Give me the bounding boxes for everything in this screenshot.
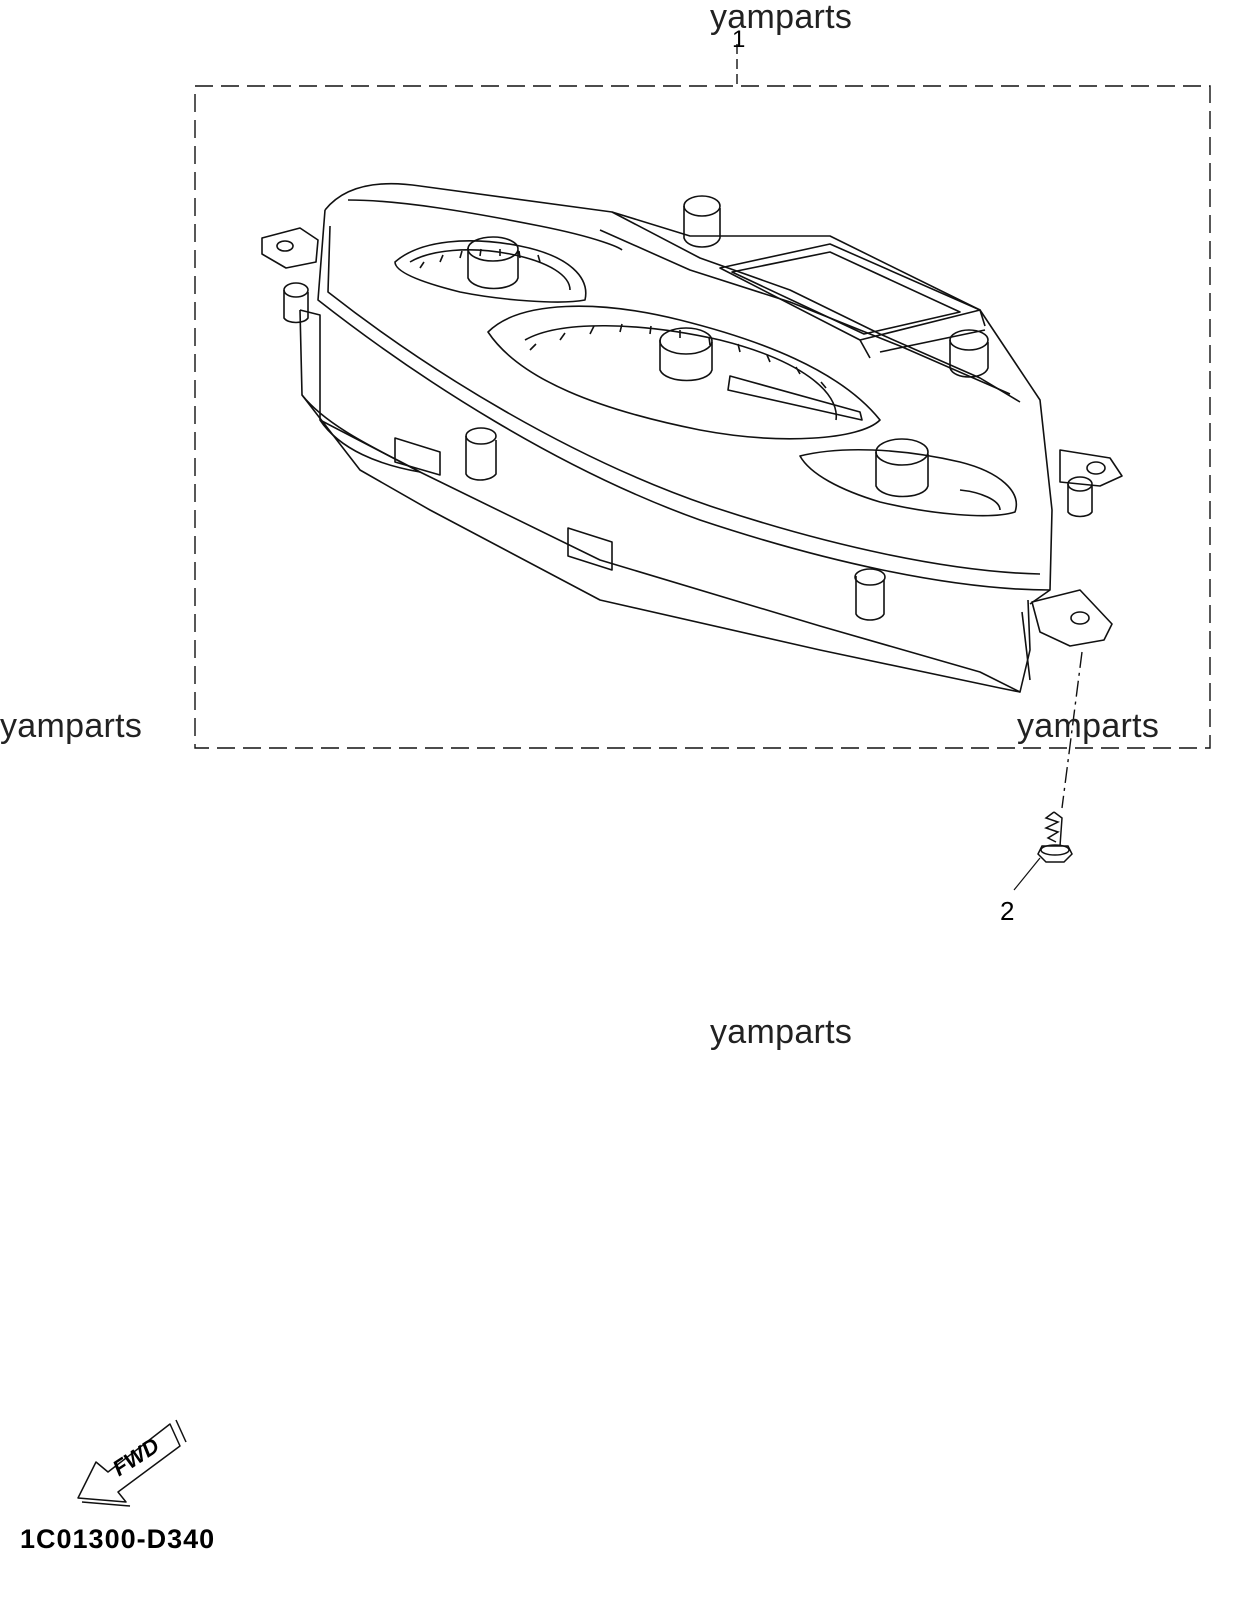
screw-icon: [1037, 811, 1073, 863]
watermark-bottom: yamparts: [710, 1013, 853, 1051]
diagram-code: 1C01300-D340: [20, 1524, 216, 1554]
speedometer-assembly-icon: [261, 182, 1123, 693]
callout-2-leader: [1013, 857, 1041, 891]
watermark-right: yamparts: [1017, 707, 1160, 745]
screw-leader: [1061, 651, 1083, 809]
fwd-arrow-icon: [77, 1419, 187, 1507]
watermark-left: yamparts: [0, 707, 143, 745]
assembly-boundary: [194, 85, 1211, 749]
watermark-top: yamparts: [710, 0, 853, 36]
part-callout-1[interactable]: 1: [732, 26, 746, 53]
part-callout-2[interactable]: 2: [1000, 896, 1015, 926]
